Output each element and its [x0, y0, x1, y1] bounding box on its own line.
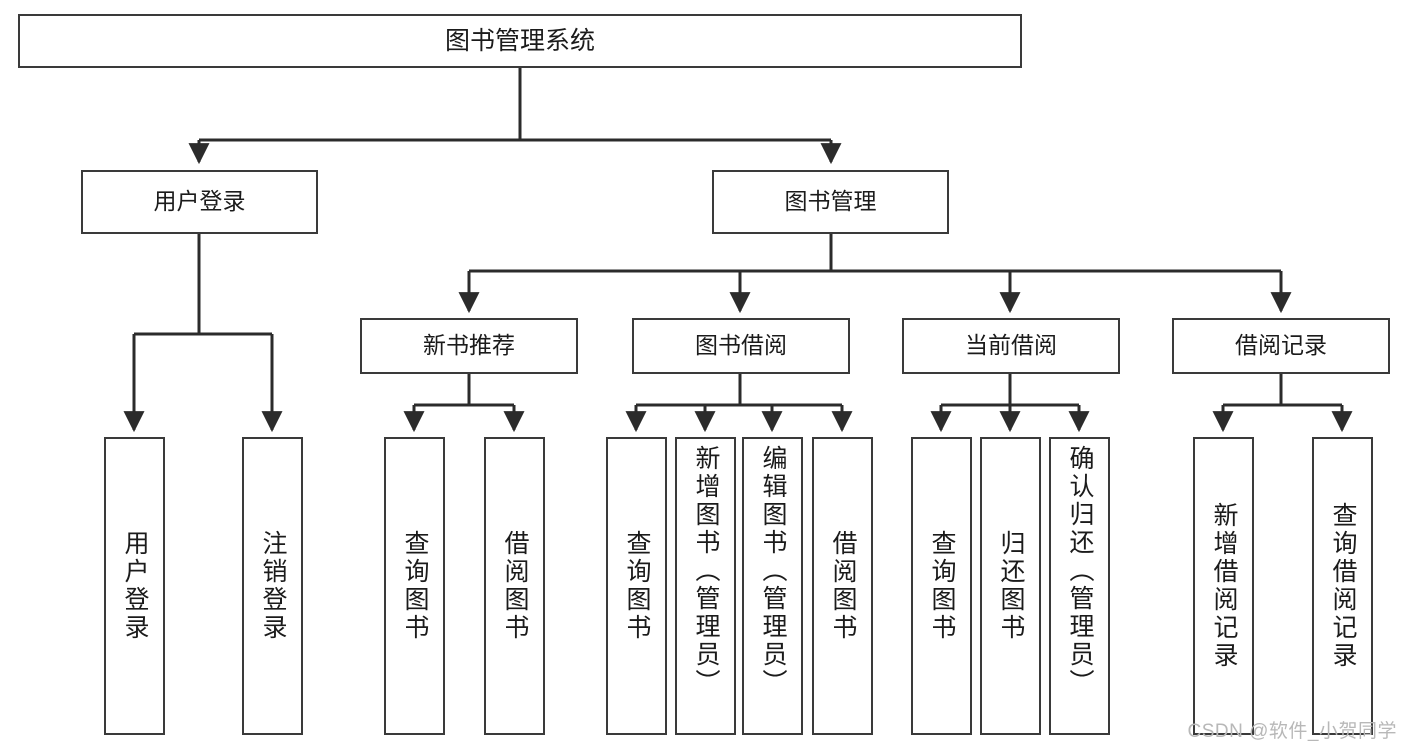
- leaf-query-book-borrow[interactable]: 查询图书: [606, 437, 667, 735]
- node-label: 借阅记录: [1235, 332, 1327, 359]
- leaf-return-book[interactable]: 归还图书: [980, 437, 1041, 735]
- leaf-edit-book-admin[interactable]: 编辑图书（管理员）: [742, 437, 803, 735]
- leaf-borrow-book-recommend[interactable]: 借阅图书: [484, 437, 545, 735]
- node-label: 查询图书: [928, 530, 956, 642]
- leaf-query-borrow-record[interactable]: 查询借阅记录: [1312, 437, 1373, 735]
- node-label: 图书借阅: [695, 332, 787, 359]
- node-label: 编辑图书（管理员）: [759, 445, 787, 697]
- node-label: 查询图书: [401, 530, 429, 642]
- node-label: 新增图书（管理员）: [692, 445, 720, 697]
- node-current-borrow[interactable]: 当前借阅: [902, 318, 1120, 374]
- leaf-add-borrow-record[interactable]: 新增借阅记录: [1193, 437, 1254, 735]
- node-label: 用户登录: [153, 188, 246, 215]
- leaf-query-book-current[interactable]: 查询图书: [911, 437, 972, 735]
- leaf-user-login[interactable]: 用户登录: [104, 437, 165, 735]
- node-label: 查询图书: [623, 530, 651, 642]
- leaf-query-book-recommend[interactable]: 查询图书: [384, 437, 445, 735]
- node-label: 图书管理: [784, 188, 877, 215]
- node-label: 确认归还（管理员）: [1066, 445, 1094, 697]
- watermark-text: CSDN @软件_小贺同学: [1187, 721, 1397, 742]
- node-label: 新增借阅记录: [1210, 502, 1238, 670]
- node-label: 图书管理系统: [444, 27, 595, 55]
- node-new-book-recommend[interactable]: 新书推荐: [360, 318, 578, 374]
- leaf-borrow-book[interactable]: 借阅图书: [812, 437, 873, 735]
- node-root-library-management-system[interactable]: 图书管理系统: [18, 14, 1022, 68]
- node-label: 注销登录: [259, 530, 287, 642]
- node-book-management[interactable]: 图书管理: [712, 170, 949, 234]
- node-label: 当前借阅: [965, 332, 1057, 359]
- node-label: 借阅图书: [501, 530, 529, 642]
- leaf-add-book-admin[interactable]: 新增图书（管理员）: [675, 437, 736, 735]
- leaf-confirm-return-admin[interactable]: 确认归还（管理员）: [1049, 437, 1110, 735]
- node-book-borrow[interactable]: 图书借阅: [632, 318, 850, 374]
- node-label: 查询借阅记录: [1329, 502, 1357, 670]
- node-label: 归还图书: [997, 530, 1025, 642]
- node-label: 新书推荐: [423, 332, 515, 359]
- node-label: 借阅图书: [829, 530, 857, 642]
- node-borrow-record[interactable]: 借阅记录: [1172, 318, 1390, 374]
- node-user-login[interactable]: 用户登录: [81, 170, 318, 234]
- node-label: 用户登录: [121, 530, 149, 642]
- leaf-logout[interactable]: 注销登录: [242, 437, 303, 735]
